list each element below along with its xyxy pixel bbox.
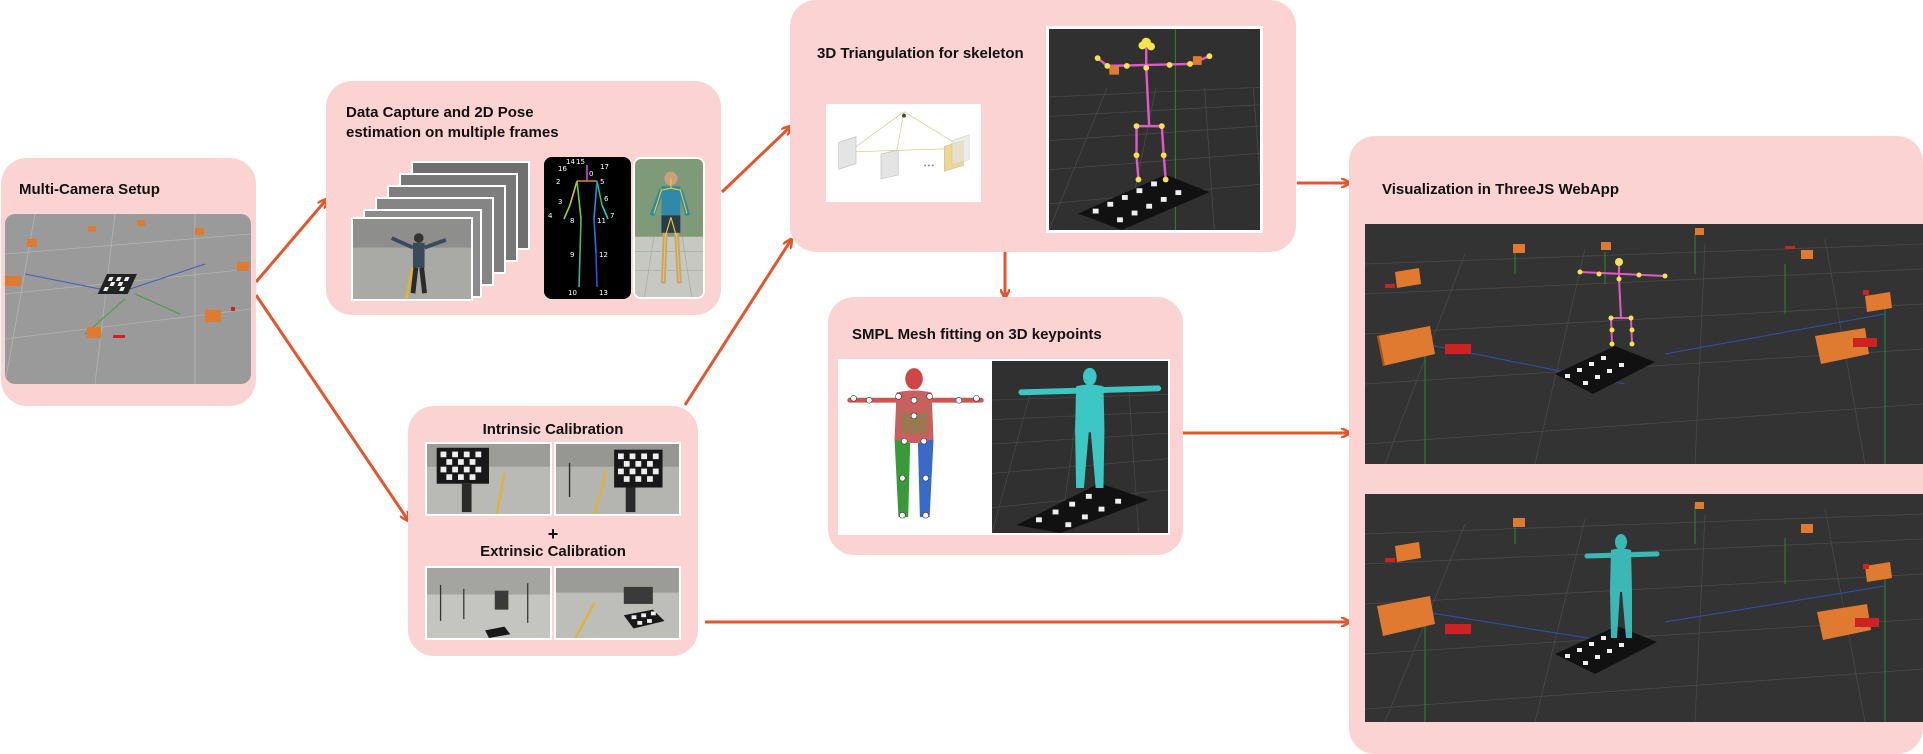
keypoint-label: 14 <box>566 158 575 166</box>
node-calibration: Intrinsic Calibration + Extrinsic Calibr… <box>408 406 698 656</box>
node-title: Multi-Camera Setup <box>19 181 160 198</box>
keypoint-label: 9 <box>570 251 574 259</box>
node-visualization: Visualization in ThreeJS WebApp <box>1349 136 1923 754</box>
webapp-mesh-scene <box>1365 494 1923 722</box>
skeleton-3d-render <box>1046 26 1263 233</box>
smpl-keypoint-mesh <box>838 359 993 535</box>
triangulation-diagram <box>826 104 981 202</box>
webapp-skeleton-scene <box>1365 224 1923 464</box>
keypoint-label: 5 <box>600 178 604 186</box>
extrinsic-frame-right <box>554 566 681 640</box>
pose-overlay-photo <box>633 157 705 299</box>
keypoint-label: 12 <box>599 251 608 259</box>
keypoint-label: 3 <box>558 198 562 206</box>
keypoint-label: 0 <box>589 170 593 178</box>
keypoint-label: 6 <box>604 195 609 203</box>
node-title: Visualization in ThreeJS WebApp <box>1382 181 1619 198</box>
keypoint-label: 15 <box>576 158 585 166</box>
intrinsic-frame-right <box>554 442 681 516</box>
smpl-fitted-render <box>990 359 1170 535</box>
intrinsic-calibration-label: Intrinsic Calibration <box>482 421 624 438</box>
keypoint-label: 7 <box>610 212 614 220</box>
arrow-capture-to-triangulation <box>720 127 790 194</box>
arrow-setup-to-capture <box>254 200 326 283</box>
extrinsic-calibration-label: Extrinsic Calibration <box>480 543 626 560</box>
node-title: 3D Triangulation for skeleton <box>817 45 1024 62</box>
keypoint-label: 4 <box>548 212 553 220</box>
camera-setup-render <box>5 214 251 384</box>
node-data-capture: Data Capture and 2D Pose estimation on m… <box>326 81 721 315</box>
intrinsic-frame-left <box>425 442 552 516</box>
frame-stack <box>351 161 530 301</box>
keypoint-label: 13 <box>599 289 608 297</box>
keypoint-label: 16 <box>558 165 567 173</box>
arrow-setup-to-calibration <box>254 294 408 520</box>
keypoint-label: 10 <box>568 289 577 297</box>
keypoint-label: 11 <box>597 217 606 225</box>
keypoint-label: 8 <box>570 217 574 225</box>
keypoint-label: 2 <box>556 178 560 186</box>
node-triangulation: 3D Triangulation for skeleton <box>790 0 1296 252</box>
keypoint-label: 17 <box>600 163 609 171</box>
node-smpl-mesh: SMPL Mesh fitting on 3D keypoints <box>828 297 1183 555</box>
node-multi-camera-setup: Multi-Camera Setup <box>1 158 256 406</box>
extrinsic-frame-left <box>425 566 552 640</box>
node-title: Data Capture and 2D Pose estimation on m… <box>346 104 559 141</box>
node-title: SMPL Mesh fitting on 3D keypoints <box>852 326 1102 343</box>
capture-frame <box>351 217 473 301</box>
pose-2d-keypoints: 14 15 16 17 0 2 5 3 6 4 7 8 11 9 12 10 1… <box>544 157 631 299</box>
plus-sign: + <box>547 524 559 544</box>
